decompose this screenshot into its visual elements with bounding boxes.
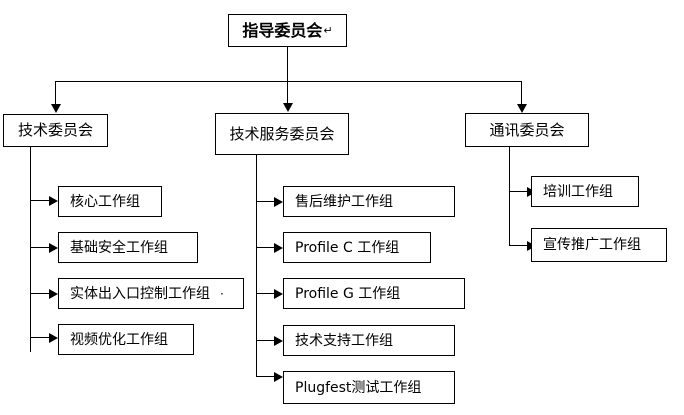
connector-branch-2-spine xyxy=(256,155,257,376)
node-steering-committee[interactable]: 指导委员会↵ xyxy=(228,14,347,47)
node-communication-committee[interactable]: 通讯委员会 xyxy=(465,113,589,147)
node-core-working-group-label: 核心工作组 xyxy=(70,193,140,210)
connector-branch-1-child-2 xyxy=(30,247,50,248)
node-profile-c-working-group-label: Profile C 工作组 xyxy=(295,239,400,256)
connector-branch-1-spine xyxy=(30,147,31,352)
connector-root-to-branch-2 xyxy=(287,81,288,104)
node-after-sales-maintenance-working-group-label: 售后维护工作组 xyxy=(295,193,393,210)
node-profile-c-working-group[interactable]: Profile C 工作组 xyxy=(283,232,431,263)
node-technical-support-working-group-label: 技术支持工作组 xyxy=(295,332,393,349)
node-physical-access-control-working-group-label: 实体出入口控制工作组 xyxy=(70,285,210,302)
node-technical-committee-label: 技术委员会 xyxy=(17,121,93,139)
connector-root-to-branch-3 xyxy=(521,81,522,105)
connector-branch-2-child-1 xyxy=(256,201,276,202)
arrowhead-right-b1-c4 xyxy=(49,333,58,343)
node-basic-security-working-group[interactable]: 基础安全工作组 xyxy=(58,232,198,263)
connector-root-bus xyxy=(55,81,521,82)
node-after-sales-maintenance-working-group[interactable]: 售后维护工作组 xyxy=(283,186,455,217)
arrowhead-right-b2-c3 xyxy=(274,289,283,299)
node-technical-service-committee[interactable]: 技术服务委员会 xyxy=(215,113,349,155)
arrowhead-right-b2-c4 xyxy=(274,336,283,346)
node-technical-support-working-group[interactable]: 技术支持工作组 xyxy=(283,325,455,356)
node-technical-committee[interactable]: 技术委员会 xyxy=(3,114,108,147)
node-profile-g-working-group[interactable]: Profile G 工作组 xyxy=(283,278,465,309)
connector-branch-3-child-1 xyxy=(509,191,529,192)
node-video-optimization-working-group[interactable]: 视频优化工作组 xyxy=(58,324,194,355)
arrowhead-right-b2-c1 xyxy=(274,197,283,207)
pilcrow-icon: ↵ xyxy=(323,24,333,37)
connector-branch-1-child-1 xyxy=(30,200,50,201)
connector-branch-3-spine xyxy=(509,147,510,246)
node-basic-security-working-group-label: 基础安全工作组 xyxy=(70,239,168,256)
connector-root-stem xyxy=(287,47,288,81)
node-steering-committee-label: 指导委员会 xyxy=(242,20,323,40)
node-promotion-working-group-label: 宣传推广工作组 xyxy=(543,237,641,253)
node-training-working-group-label: 培训工作组 xyxy=(543,183,613,200)
node-video-optimization-working-group-label: 视频优化工作组 xyxy=(70,331,168,348)
connector-branch-2-child-3 xyxy=(256,293,276,294)
node-training-working-group[interactable]: 培训工作组 xyxy=(531,176,639,207)
arrowhead-down-branch-1 xyxy=(51,104,61,113)
trailing-mark-icon: · xyxy=(220,286,224,301)
connector-branch-3-child-2 xyxy=(509,245,529,246)
arrowhead-right-b1-c3 xyxy=(49,289,58,299)
arrowhead-right-b2-c2 xyxy=(274,243,283,253)
node-physical-access-control-working-group[interactable]: 实体出入口控制工作组 · xyxy=(58,278,244,309)
connector-branch-2-child-4 xyxy=(256,340,276,341)
connector-branch-2-child-2 xyxy=(256,247,276,248)
arrowhead-right-b1-c2 xyxy=(49,243,58,253)
connector-root-to-branch-1 xyxy=(55,81,56,105)
node-plugfest-test-working-group[interactable]: Plugfest测试工作组 xyxy=(283,371,455,404)
node-plugfest-test-working-group-label: Plugfest测试工作组 xyxy=(295,379,422,396)
connector-branch-1-child-3 xyxy=(30,293,50,294)
node-core-working-group[interactable]: 核心工作组 xyxy=(58,186,162,217)
arrowhead-down-branch-2 xyxy=(283,103,293,112)
arrowhead-down-branch-3 xyxy=(517,104,527,113)
connector-branch-1-child-4 xyxy=(30,337,50,338)
node-profile-g-working-group-label: Profile G 工作组 xyxy=(295,285,401,302)
arrowhead-right-b1-c1 xyxy=(49,196,58,206)
arrowhead-right-b2-c5 xyxy=(274,372,283,382)
node-communication-committee-label: 通讯委员会 xyxy=(489,120,565,139)
connector-branch-2-child-5 xyxy=(256,376,276,377)
node-technical-service-committee-label: 技术服务委员会 xyxy=(229,124,335,143)
node-promotion-working-group[interactable]: 宣传推广工作组 xyxy=(531,228,667,262)
